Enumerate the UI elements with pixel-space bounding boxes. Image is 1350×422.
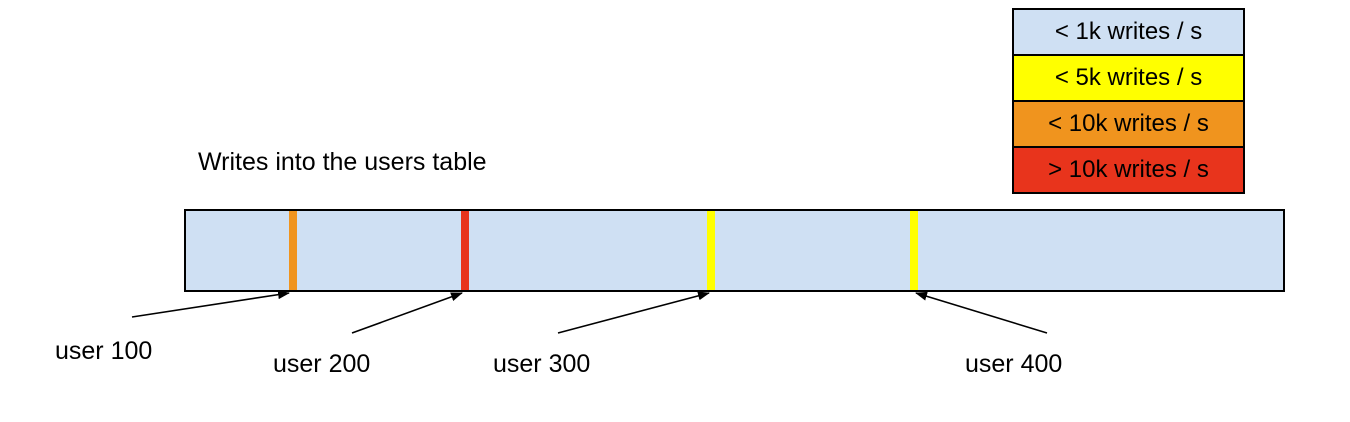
stripe-user-300 (707, 211, 715, 290)
user-300-label: user 300 (493, 350, 591, 378)
legend-item-gt-10k: > 10k writes / s (1012, 146, 1245, 194)
user-200-arrow (351, 292, 463, 334)
stripe-user-100 (289, 211, 297, 290)
user-200-label: user 200 (273, 350, 371, 378)
user-400-label: user 400 (965, 350, 1063, 378)
diagram-title: Writes into the users table (198, 148, 487, 176)
user-300-arrow (557, 291, 710, 334)
legend-item-label: > 10k writes / s (1048, 156, 1209, 183)
user-100-arrow (131, 290, 290, 318)
legend-item-label: < 10k writes / s (1048, 110, 1209, 137)
stripe-user-200 (461, 211, 469, 290)
legend-item-label: < 1k writes / s (1054, 18, 1203, 45)
legend: < 1k writes / s < 5k writes / s < 10k wr… (1012, 8, 1245, 194)
legend-item-lt-1k: < 1k writes / s (1012, 8, 1245, 56)
user-400-arrow (915, 291, 1048, 334)
users-table-bar (184, 209, 1285, 292)
legend-item-label: < 5k writes / s (1054, 64, 1203, 91)
legend-item-lt-5k: < 5k writes / s (1012, 54, 1245, 102)
user-100-label: user 100 (55, 337, 153, 365)
stripe-user-400 (910, 211, 918, 290)
legend-item-lt-10k: < 10k writes / s (1012, 100, 1245, 148)
